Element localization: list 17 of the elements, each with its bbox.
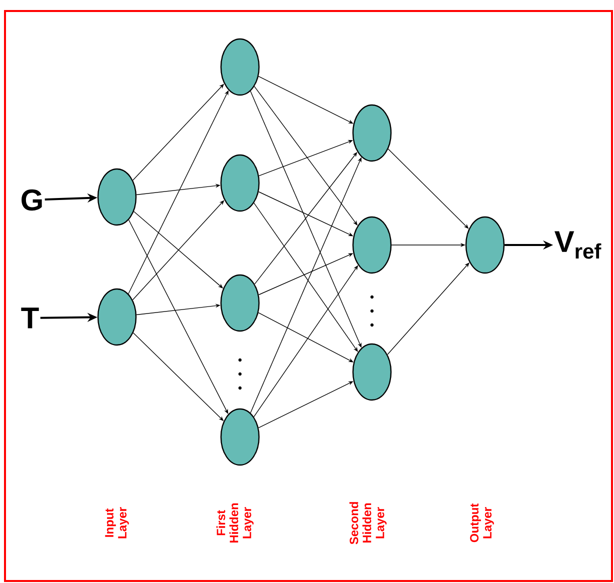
neuron <box>352 104 392 162</box>
layer-label: Input Layer <box>105 507 129 538</box>
neuron <box>97 168 137 226</box>
neuron <box>220 274 260 332</box>
neuron <box>220 154 260 212</box>
input-label: T <box>21 308 39 328</box>
output-label: V$_{ref}$ <box>554 231 602 259</box>
layer-label: First Hidden Layer <box>216 503 254 543</box>
neuron <box>97 288 137 346</box>
input-label: G <box>22 189 42 211</box>
layer-label: Output Layer <box>470 503 494 542</box>
neuron <box>465 216 505 274</box>
neuron <box>352 343 392 401</box>
neuron <box>352 216 392 274</box>
neuron <box>220 408 260 466</box>
neuron <box>220 38 260 96</box>
layer-label: Second Hidden Layer <box>349 502 387 544</box>
